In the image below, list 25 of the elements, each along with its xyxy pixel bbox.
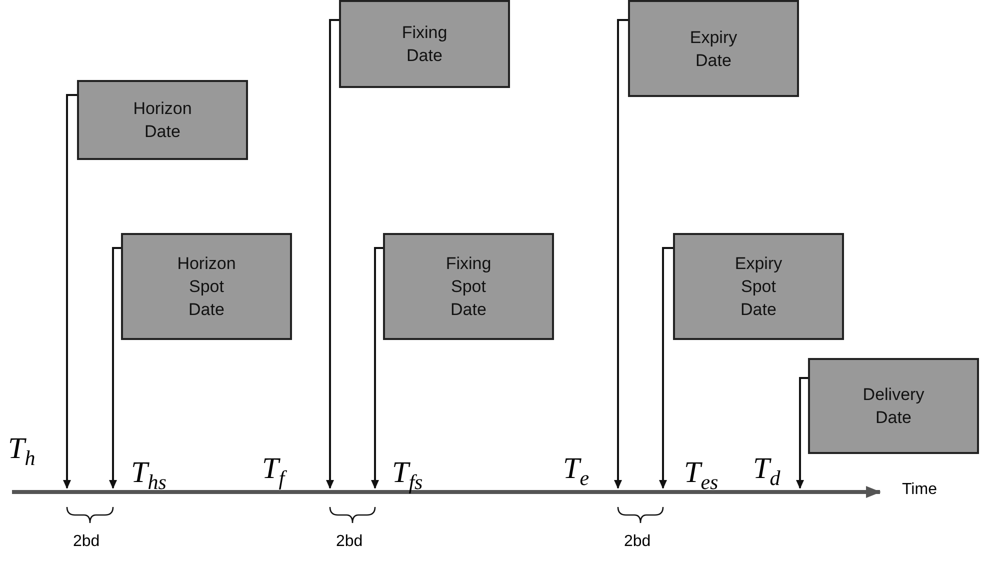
time-symbol: T$_{e}$ bbox=[563, 452, 590, 491]
time-symbol: T$_{es}$ bbox=[684, 456, 718, 495]
arrow bbox=[326, 19, 339, 489]
time-symbol: T$_{d}$ bbox=[753, 452, 780, 491]
arrow bbox=[109, 247, 121, 489]
date-box: Expiry Date bbox=[628, 0, 799, 97]
date-box: Expiry Spot Date bbox=[673, 233, 844, 340]
arrow bbox=[371, 247, 383, 489]
interval-label: 2bd bbox=[336, 533, 363, 551]
arrow bbox=[796, 377, 808, 489]
interval-label: 2bd bbox=[624, 533, 651, 551]
time-symbol: T$_{f}$ bbox=[262, 452, 285, 491]
date-box: Delivery Date bbox=[808, 358, 979, 454]
arrow bbox=[614, 19, 628, 489]
time-symbol: T$_{h}$ bbox=[8, 432, 36, 471]
date-box: Fixing Date bbox=[339, 0, 510, 88]
time-symbol: T$_{hs}$ bbox=[131, 456, 166, 495]
interval-label: 2bd bbox=[73, 533, 100, 551]
date-box: Horizon Spot Date bbox=[121, 233, 292, 340]
date-box: Fixing Spot Date bbox=[383, 233, 554, 340]
axis-label: Time bbox=[902, 481, 937, 499]
arrow bbox=[63, 94, 77, 489]
arrow bbox=[659, 247, 673, 489]
date-box: Horizon Date bbox=[77, 80, 248, 160]
time-symbol: T$_{fs}$ bbox=[392, 456, 423, 495]
